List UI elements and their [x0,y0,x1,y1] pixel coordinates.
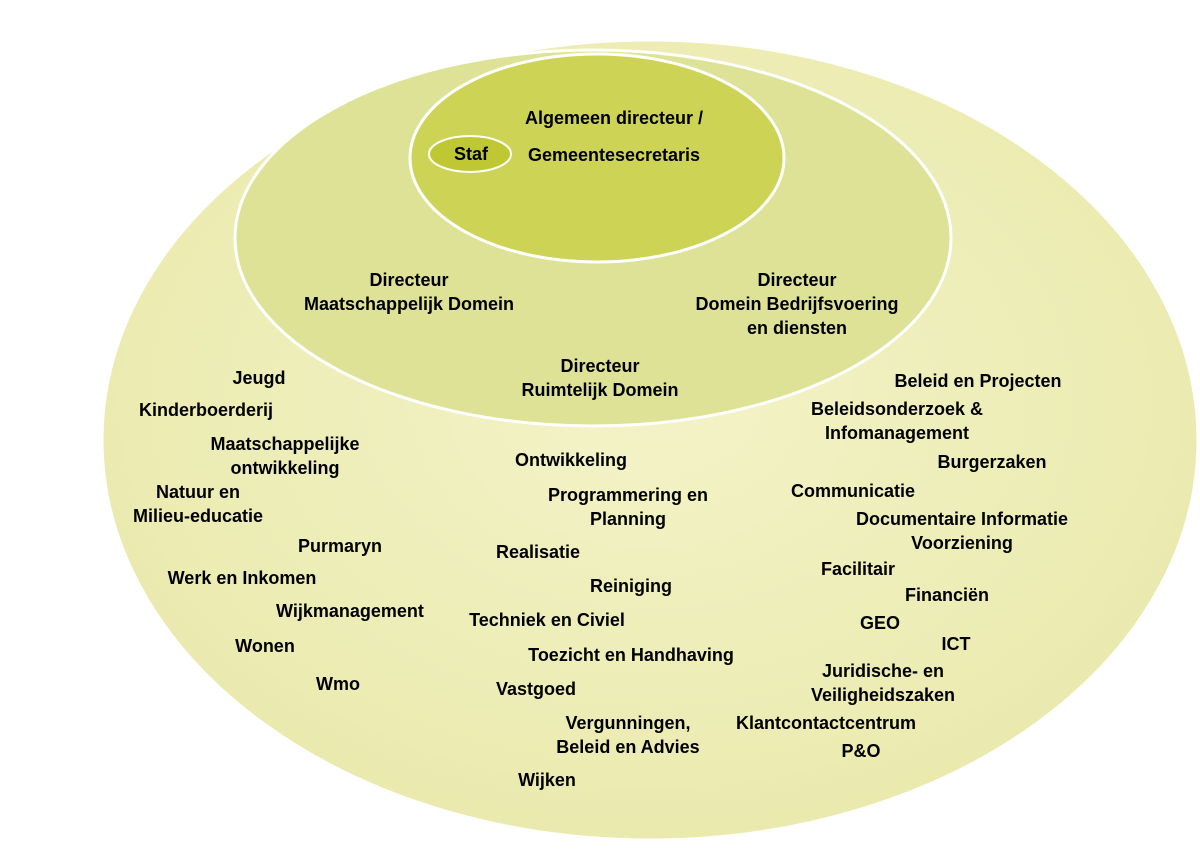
unit-vastgoed: Vastgoed [495,679,577,699]
unit-beleid-en-projecten: Beleid en Projecten [894,371,1062,391]
director-maatschappelijk-domein: Directeur Maatschappelijk Domein [303,270,515,314]
unit-realisatie: Realisatie [495,542,581,562]
director-bedrijfsvoering: Directeur Domein Bedrijfsvoering en dien… [695,270,899,338]
unit-toezicht-en-handhaving: Toezicht en Handhaving [528,645,734,665]
inner-ellipse [408,52,786,264]
unit-wijken: Wijken [518,770,576,790]
unit-vergunningen-beleid-advies: Vergunningen, Beleid en Advies [556,713,700,757]
unit-maatschappelijke-ontwikkeling: Maatschappelijke ontwikkeling [210,434,360,478]
unit-geo: GEO [859,613,900,633]
unit-documentaire-informatie-voorziening: Documentaire Informatie Voorziening [855,509,1069,553]
unit-werk-en-inkomen: Werk en Inkomen [167,568,317,588]
staf-ellipse [428,135,512,173]
director-ruimtelijk-domein: Directeur Ruimtelijk Domein [521,356,679,400]
unit-kinderboerderij: Kinderboerderij [138,400,274,420]
unit-reiniging: Reiniging [590,576,672,596]
unit-financien: Financiën [904,585,989,605]
unit-juridische-veiligheidszaken: Juridische- en Veiligheidszaken [810,661,956,705]
unit-jeugd: Jeugd [232,368,286,388]
unit-techniek-en-civiel: Techniek en Civiel [469,610,625,630]
unit-burgerzaken: Burgerzaken [937,452,1047,472]
unit-ict: ICT [941,634,971,654]
unit-wonen: Wonen [235,636,295,656]
unit-klantcontactcentrum: Klantcontactcentrum [735,713,917,733]
unit-natuur-milieu-educatie: Natuur en Milieu-educatie [132,482,264,526]
unit-beleidsonderzoek-infomanagement: Beleidsonderzoek & Infomanagement [810,399,984,443]
unit-p-en-o: P&O [841,741,881,761]
unit-wijkmanagement: Wijkmanagement [276,601,424,621]
algemeen-directeur-label: Algemeen directeur / Gemeentesecretaris [524,108,704,165]
unit-communicatie: Communicatie [790,481,916,501]
unit-ontwikkeling: Ontwikkeling [514,450,628,470]
staf-label: Staf [453,144,488,164]
unit-programmering-en-planning: Programmering en Planning [547,485,709,529]
unit-purmaryn: Purmaryn [297,536,383,556]
unit-wmo: Wmo [316,674,360,694]
unit-facilitair: Facilitair [820,559,896,579]
